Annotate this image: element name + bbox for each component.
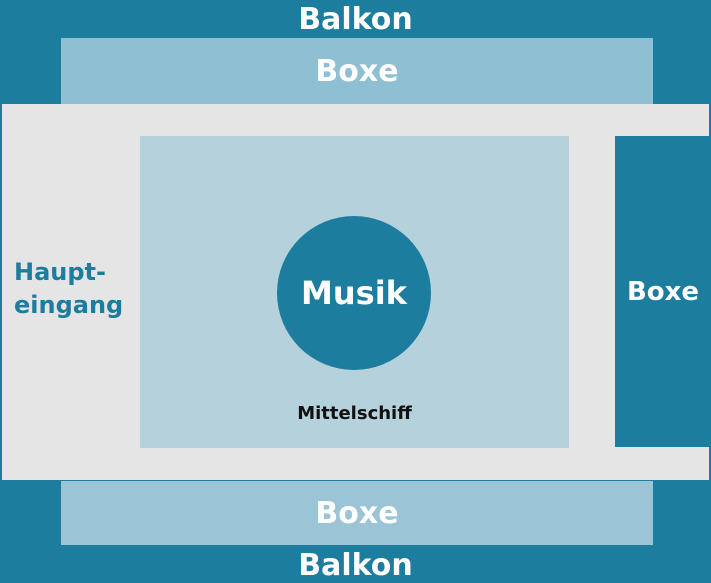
nave-label: Mittelschiff [297, 402, 412, 424]
main-entrance-line1: Haupt- [14, 258, 106, 286]
music-circle: Musik [277, 216, 431, 370]
box-top: Boxe [61, 38, 653, 104]
box-bottom: Boxe [61, 481, 653, 545]
main-entrance-line2: eingang [14, 291, 124, 319]
main-entrance-label: Haupt- eingang [14, 256, 134, 328]
balcony-top-label: Balkon [298, 1, 413, 37]
box-right: Boxe [615, 136, 711, 447]
balcony-bottom-label: Balkon [298, 547, 413, 583]
